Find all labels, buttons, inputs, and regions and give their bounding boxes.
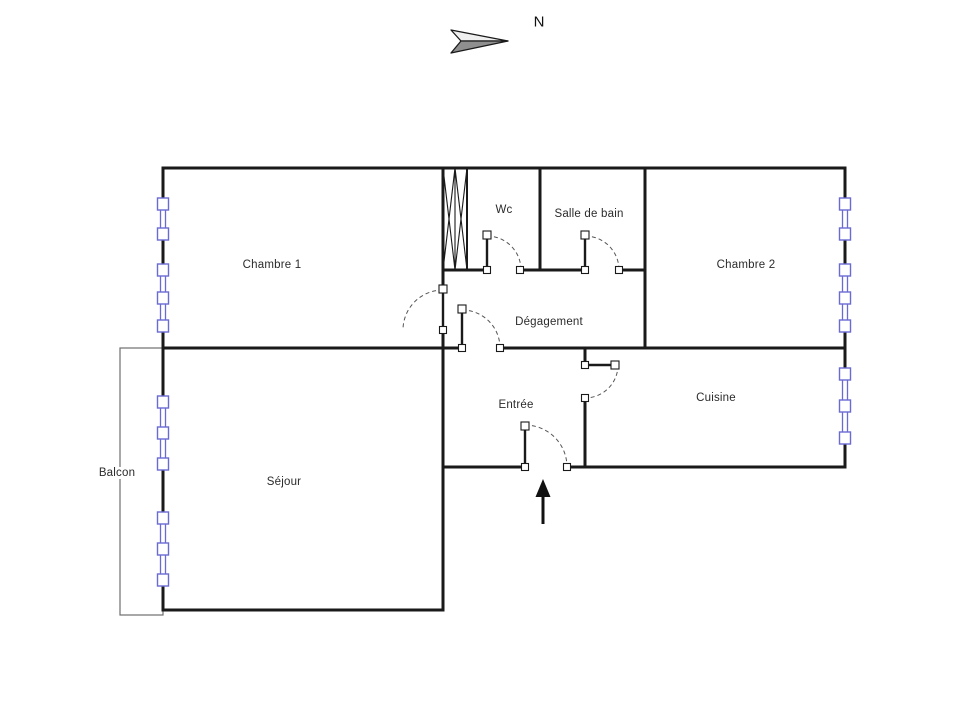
door-symbol-salle-de-bain	[580, 230, 624, 275]
window-symbol-chambre1-upper	[156, 197, 170, 241]
north-arrow-icon	[450, 29, 509, 54]
room-label-chambre1: Chambre 1	[242, 259, 302, 271]
room-label-balcon: Balcon	[96, 467, 138, 479]
door-symbol-cuisine	[580, 360, 620, 403]
door-symbol-degagement	[457, 304, 505, 353]
balcony-outline	[119, 347, 164, 616]
room-label-wc: Wc	[495, 204, 513, 216]
window-symbol-chambre2-upper	[838, 197, 852, 241]
window-symbol-sejour-lower	[156, 511, 170, 587]
room-label-chambre2: Chambre 2	[716, 259, 776, 271]
window-symbol-sejour-upper	[156, 395, 170, 471]
room-label-salle-de-bain: Salle de bain	[554, 208, 624, 220]
window-symbol-cuisine	[838, 367, 852, 445]
room-label-cuisine: Cuisine	[696, 392, 736, 404]
entrance-arrow-icon	[535, 479, 551, 524]
walls	[161, 166, 847, 612]
door-symbol-chambre1	[402, 284, 448, 335]
room-label-sejour: Séjour	[266, 476, 302, 488]
door-symbol-entrance	[520, 421, 572, 472]
window-symbol-chambre1-lower	[156, 263, 170, 333]
door-symbol-wc	[482, 230, 525, 275]
window-symbol-chambre2-lower	[838, 263, 852, 333]
north-label: N	[533, 13, 545, 31]
shaft-hatch-icon	[442, 167, 468, 271]
room-label-entree: Entrée	[498, 399, 534, 411]
room-label-degagement: Dégagement	[515, 316, 583, 328]
